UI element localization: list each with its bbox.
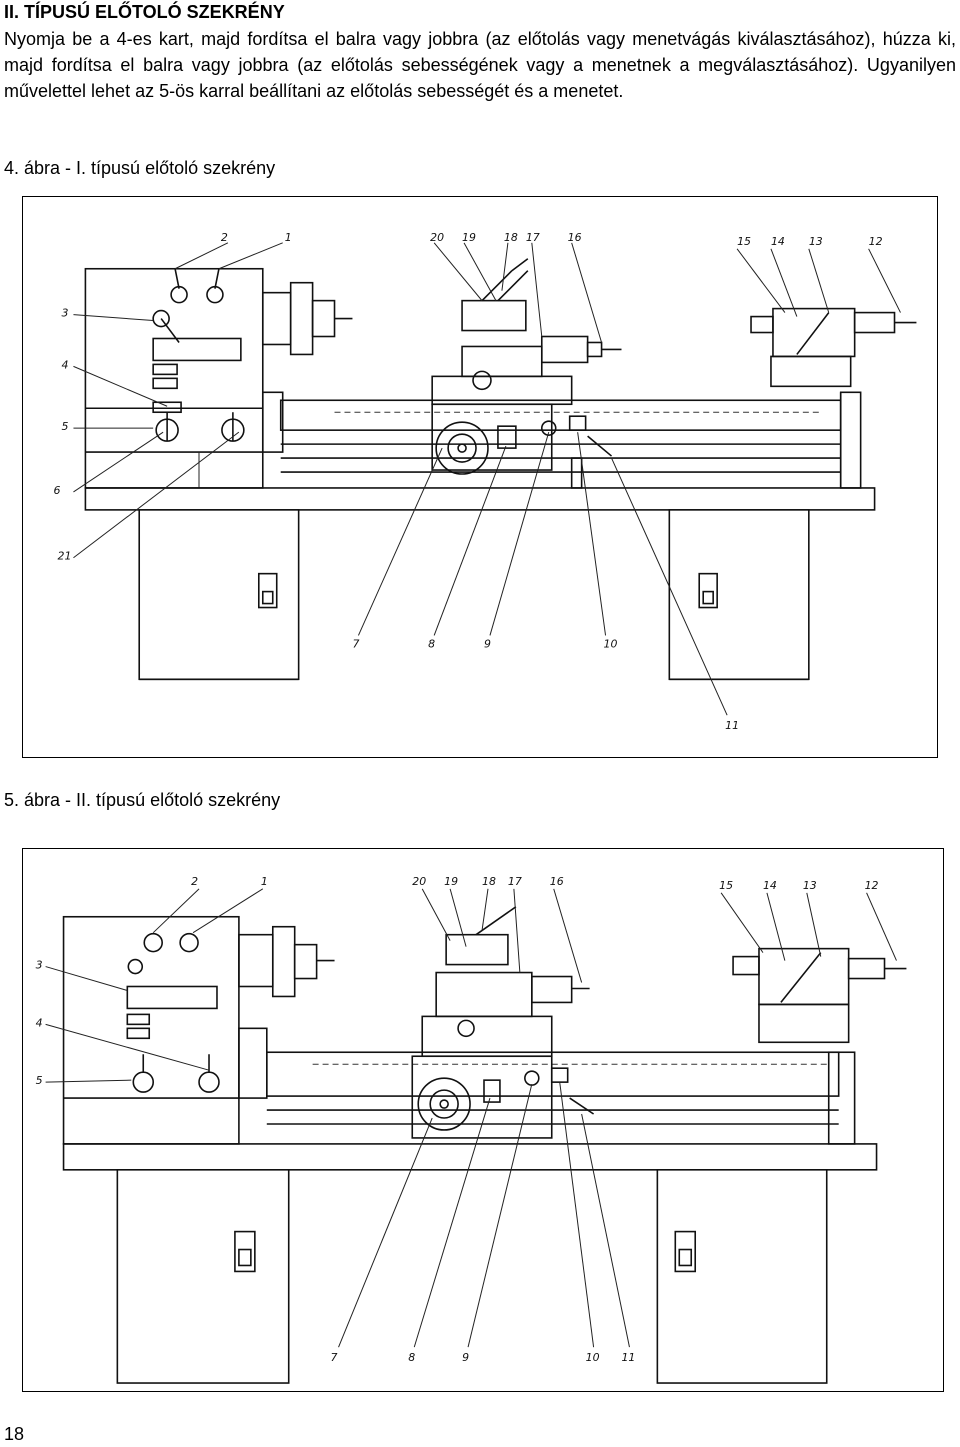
callout-3: 3 — [36, 959, 43, 972]
callout-11: 11 — [725, 719, 739, 732]
feed-lever-5-icon — [198, 1071, 220, 1093]
callout-20: 20 — [412, 875, 426, 888]
engagement-knob-icon — [540, 420, 557, 436]
callout-21: 21 — [58, 550, 72, 563]
callout-2: 2 — [221, 231, 228, 244]
feed-plate — [152, 337, 242, 362]
callout-6: 6 — [54, 484, 61, 497]
callout-10: 10 — [604, 637, 618, 650]
tailstock — [758, 947, 850, 1006]
half-nut-lever — [497, 425, 517, 449]
figure-4-caption: 4. ábra - I. típusú előtoló szekrény — [4, 158, 276, 178]
speed-knob-icon — [170, 285, 188, 304]
cabinet-switch-icon — [257, 572, 278, 609]
callout-11: 11 — [621, 1351, 635, 1364]
callout-15: 15 — [737, 235, 751, 248]
callout-20: 20 — [430, 231, 444, 244]
speed-knob-icon — [143, 932, 163, 953]
callout-19: 19 — [444, 875, 458, 888]
left-cabinet — [116, 1169, 290, 1384]
tailstock-base — [758, 1003, 850, 1044]
selector-knob-icon — [127, 958, 144, 975]
bed-top — [84, 487, 876, 511]
cross-slide — [435, 971, 533, 1018]
feed-lever-4-icon — [132, 1071, 155, 1093]
callout-5: 5 — [61, 420, 68, 433]
callout-18: 18 — [482, 875, 496, 888]
callout-1: 1 — [285, 231, 292, 244]
callout-8: 8 — [408, 1351, 415, 1364]
instruction-paragraph: Nyomja be a 4-es kart, majd fordítsa el … — [4, 29, 956, 101]
callout-leaders — [73, 242, 901, 716]
callout-14: 14 — [771, 235, 785, 248]
callout-9: 9 — [462, 1351, 469, 1364]
callout-15: 15 — [719, 879, 733, 892]
callout-4: 4 — [36, 1016, 43, 1029]
left-cabinet — [138, 509, 300, 681]
cabinet-switch-icon — [698, 572, 718, 609]
callout-2: 2 — [191, 875, 198, 888]
tool-post — [445, 933, 509, 966]
callout-7: 7 — [352, 637, 359, 650]
apron — [411, 1055, 553, 1139]
callout-3: 3 — [61, 307, 68, 320]
cabinet-switch-icon — [234, 1230, 256, 1273]
right-cabinet — [656, 1169, 828, 1384]
callout-1: 1 — [261, 875, 268, 888]
tool-post — [461, 299, 527, 332]
apron — [431, 403, 553, 471]
callout-17: 17 — [508, 875, 522, 888]
feed-plate — [126, 985, 218, 1010]
half-nut-lever — [483, 1079, 501, 1103]
callout-4: 4 — [61, 358, 68, 371]
callout-10: 10 — [586, 1351, 600, 1364]
callout-leaders — [45, 888, 897, 1348]
right-cabinet — [668, 509, 810, 681]
figure-5-lathe-drawing: 1 2 3 4 5 7 8 9 10 11 12 13 14 15 16 17 … — [22, 848, 944, 1392]
bed-top — [62, 1143, 878, 1171]
chuck — [271, 925, 296, 998]
callout-7: 7 — [331, 1351, 338, 1364]
speed-knob-icon — [206, 285, 224, 304]
callout-19: 19 — [462, 231, 476, 244]
callout-9: 9 — [484, 637, 491, 650]
handwheel-icon — [435, 421, 489, 475]
section-heading: II. TÍPUSÚ ELŐTOLÓ SZEKRÉNY — [4, 2, 285, 22]
page-number: 18 — [4, 1424, 25, 1444]
callout-18: 18 — [504, 231, 518, 244]
callout-17: 17 — [526, 231, 540, 244]
callout-14: 14 — [763, 879, 777, 892]
lathe-bed — [266, 1051, 840, 1097]
callout-16: 16 — [550, 875, 564, 888]
callout-16: 16 — [568, 231, 582, 244]
figure-5-caption: 5. ábra - II. típusú előtoló szekrény — [4, 790, 281, 810]
cabinet-switch-icon — [674, 1230, 697, 1273]
tailstock-base — [770, 355, 852, 388]
handwheel-icon — [417, 1077, 471, 1131]
figure-5-callouts: 1 2 3 4 5 7 8 9 10 11 12 13 14 15 16 17 … — [36, 875, 879, 1364]
callout-13: 13 — [809, 235, 823, 248]
engagement-knob-icon — [524, 1070, 540, 1086]
selector-knob-icon — [152, 309, 170, 328]
callout-12: 12 — [869, 235, 883, 248]
callout-12: 12 — [865, 879, 879, 892]
callout-13: 13 — [803, 879, 817, 892]
saddle — [421, 1015, 553, 1058]
figure-4-lathe-drawing: 1 2 3 4 5 6 7 8 9 10 11 12 13 14 15 16 1… — [22, 196, 938, 758]
speed-knob-icon — [179, 932, 199, 953]
chuck — [289, 281, 314, 356]
callout-5: 5 — [36, 1074, 43, 1087]
callout-8: 8 — [428, 637, 435, 650]
cross-slide — [461, 345, 543, 378]
figure-4-callouts: 1 2 3 4 5 6 7 8 9 10 11 12 13 14 15 16 1… — [54, 231, 883, 732]
